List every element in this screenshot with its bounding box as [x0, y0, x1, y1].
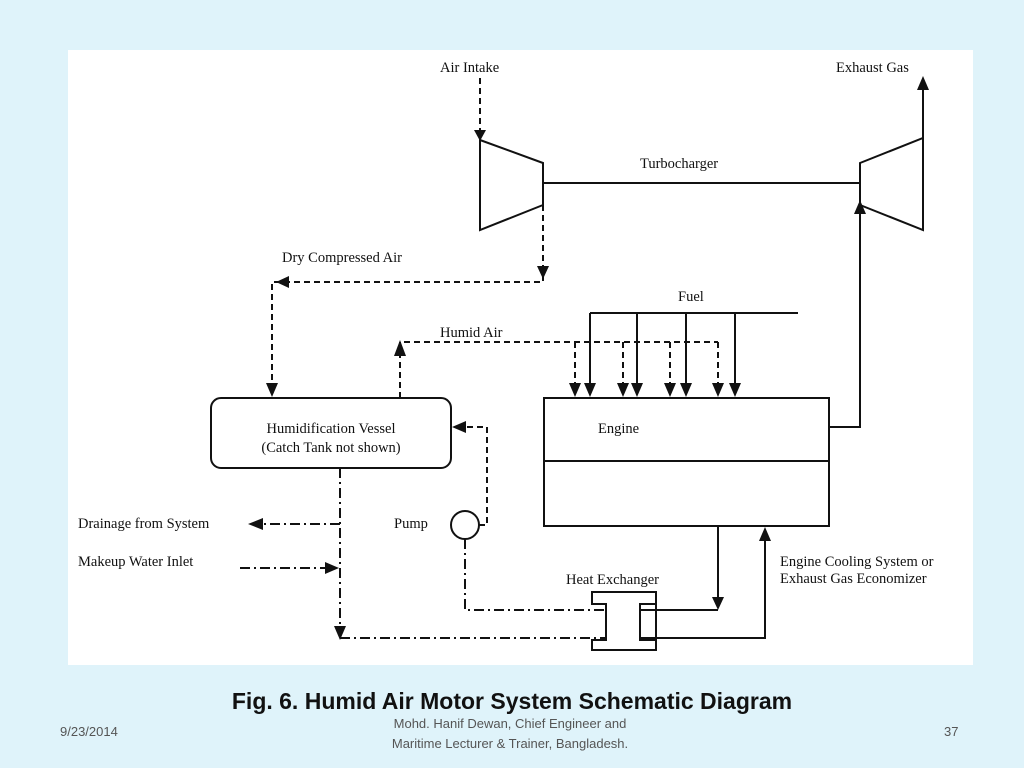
- engine-inlet-arrow: [680, 383, 692, 397]
- label-cooling-system: Engine Cooling System or: [780, 554, 934, 570]
- label-fuel: Fuel: [678, 289, 704, 305]
- engine-inlet-arrow: [729, 383, 741, 397]
- slide-number: 37: [944, 724, 959, 739]
- pump-discharge-line: [462, 426, 488, 526]
- cooling-supply-line: [640, 540, 766, 639]
- pump-suction-line: [464, 539, 606, 611]
- label-humid-air: Humid Air: [440, 325, 503, 341]
- vessel-return-arrow: [452, 421, 466, 433]
- dry-air-down-arrow: [537, 266, 549, 279]
- label-drainage: Drainage from System: [78, 516, 210, 532]
- label-pump: Pump: [394, 516, 428, 532]
- label-catch-tank: (Catch Tank not shown): [261, 440, 400, 456]
- humid-air-up-arrow: [394, 340, 406, 356]
- exhaust-gas-arrow: [917, 76, 929, 90]
- air-intake-arrow: [474, 130, 486, 141]
- engine-outlet-arrow: [712, 597, 724, 610]
- turbine: [859, 136, 924, 232]
- label-heat-exchanger: Heat Exchanger: [566, 572, 659, 588]
- label-turbocharger: Turbocharger: [640, 156, 718, 172]
- engine-inlet-arrow: [664, 383, 676, 397]
- vessel-inlet-arrow: [266, 383, 278, 397]
- engine-return-arrow: [759, 527, 771, 541]
- drainage-arrow: [248, 518, 263, 530]
- label-makeup-water: Makeup Water Inlet: [78, 554, 193, 570]
- engine-inlet-arrow: [712, 383, 724, 397]
- author-line-2: Maritime Lecturer & Trainer, Bangladesh.: [391, 736, 629, 751]
- compressor: [479, 138, 544, 232]
- label-dry-compressed-air: Dry Compressed Air: [282, 250, 402, 266]
- engine-inlet-arrow: [631, 383, 643, 397]
- heat-exchanger-inner: [639, 603, 657, 641]
- engine-inlet-arrow: [584, 383, 596, 397]
- label-engine: Engine: [598, 421, 639, 437]
- label-air-intake: Air Intake: [440, 60, 499, 76]
- turbine-inlet-arrow: [854, 200, 866, 214]
- figure-caption: Fig. 6. Humid Air Motor System Schematic…: [231, 688, 793, 714]
- engine-exhaust-line: [829, 212, 861, 428]
- humidification-vessel: [210, 397, 452, 469]
- label-exhaust-gas: Exhaust Gas: [836, 60, 909, 76]
- dry-air-left-arrow: [276, 276, 289, 288]
- heat-exchanger: [591, 591, 657, 651]
- dry-compressed-air-line: [271, 205, 544, 385]
- engine-inlet-arrow: [617, 383, 629, 397]
- pump: [450, 510, 480, 540]
- makeup-water-arrow: [325, 562, 339, 574]
- drain-arrow: [334, 626, 346, 640]
- footer-author: Mohd. Hanif Dewan, Chief Engineer and Ma…: [360, 714, 660, 754]
- slide-date: 9/23/2014: [60, 724, 118, 739]
- diagram-panel: [68, 50, 973, 665]
- label-exhaust-economizer: Exhaust Gas Economizer: [780, 571, 927, 587]
- label-humidification-vessel: Humidification Vessel: [266, 421, 395, 437]
- author-line-1: Mohd. Hanif Dewan, Chief Engineer and: [393, 716, 627, 731]
- engine-inlet-arrow: [569, 383, 581, 397]
